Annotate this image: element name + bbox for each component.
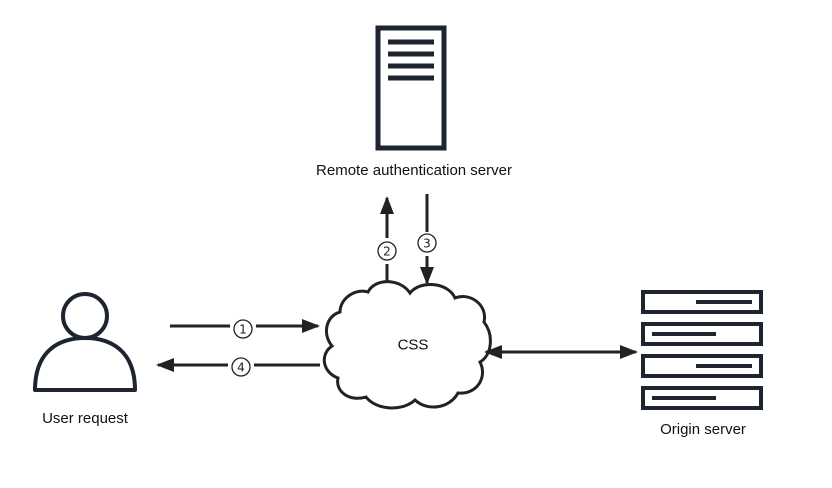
user-icon — [33, 292, 137, 392]
step-number-3: 3 — [423, 237, 431, 251]
server-tower-icon — [375, 25, 447, 151]
step-marker-3 — [417, 233, 437, 253]
auth-server-label: Remote authentication server — [316, 162, 512, 179]
cloud-icon — [322, 280, 492, 410]
step-number-1: 1 — [239, 323, 247, 337]
arrowhead-left — [484, 345, 502, 359]
origin-server-label: Origin server — [660, 421, 746, 438]
arrow-step-1: 1 — [170, 319, 320, 339]
server-rack-icon — [641, 290, 763, 410]
step-marker-2 — [377, 241, 397, 261]
user-label: User request — [42, 410, 128, 427]
step-marker-4 — [231, 357, 251, 377]
step-marker-1 — [233, 319, 253, 339]
step-number-2: 2 — [383, 245, 391, 259]
arrow-step-4: 4 — [156, 357, 320, 377]
css-label: CSS — [397, 336, 429, 354]
arrow-css-origin — [484, 345, 638, 359]
arrow-step-2: 2 — [377, 196, 397, 292]
step-number-4: 4 — [237, 361, 245, 375]
arrow-step-3: 3 — [417, 194, 437, 285]
